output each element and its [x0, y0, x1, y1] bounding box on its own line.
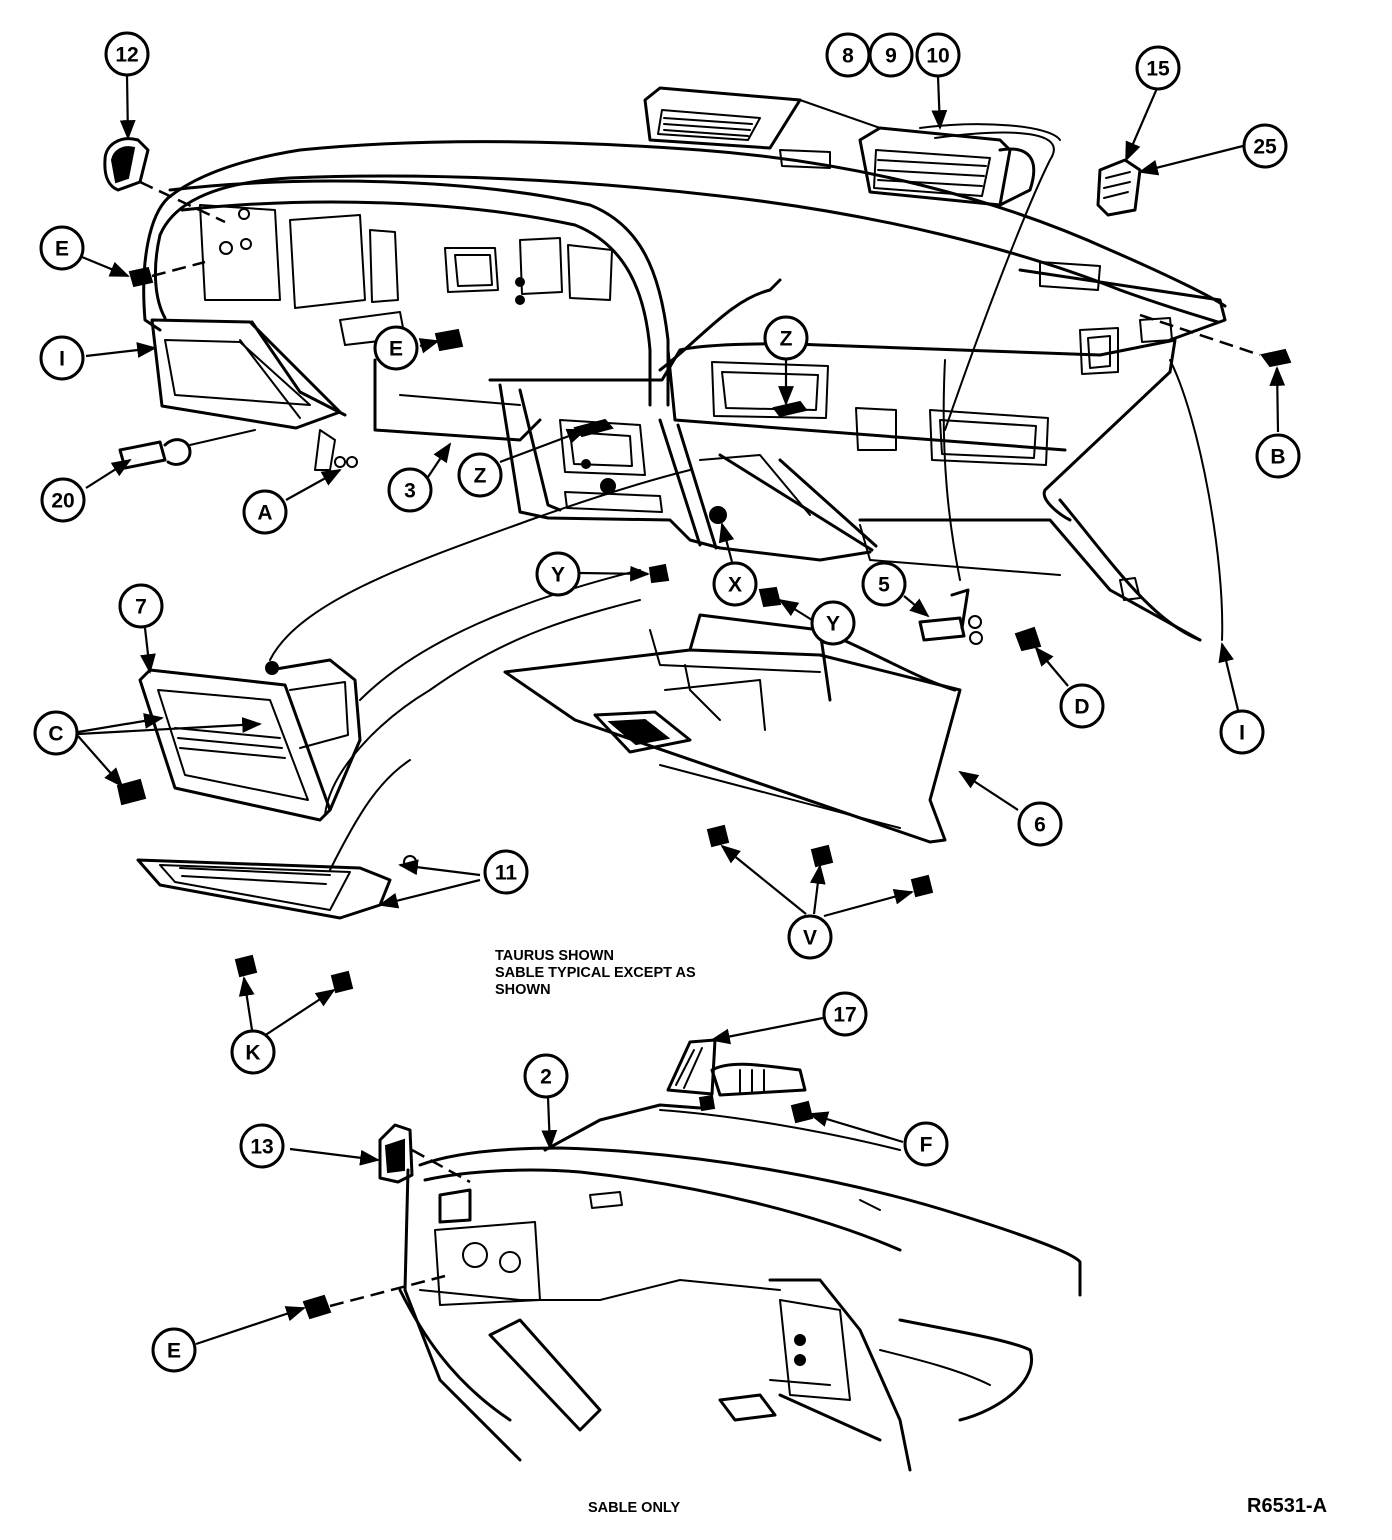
svg-text:E: E [55, 238, 69, 261]
callout-z-center: Z [457, 452, 503, 498]
note-taurus-line3: SHOWN [495, 982, 551, 998]
callout-v: V [787, 914, 833, 960]
callout-2: 2 [523, 1053, 569, 1099]
instrument-panel-sable [302, 1038, 1082, 1472]
callout-20: 20 [40, 477, 86, 523]
callout-9: 9 [868, 32, 914, 78]
svg-text:10: 10 [926, 45, 949, 68]
callout-b: B [1255, 433, 1301, 479]
svg-text:17: 17 [833, 1004, 856, 1027]
svg-text:15: 15 [1146, 58, 1170, 81]
leader-lines [77, 74, 1286, 1346]
callout-f: F [903, 1121, 949, 1167]
callout-z-top: Z [763, 315, 809, 361]
svg-text:I: I [59, 348, 65, 371]
svg-text:I: I [1239, 722, 1245, 745]
callout-13: 13 [239, 1123, 285, 1169]
svg-text:20: 20 [51, 490, 74, 513]
fastener-x [709, 506, 727, 524]
part-6-glove-box [503, 613, 962, 898]
note-sable-only: SABLE ONLY [588, 1500, 680, 1516]
callout-k: K [230, 1029, 276, 1075]
svg-text:6: 6 [1034, 814, 1046, 837]
svg-text:K: K [245, 1042, 260, 1065]
svg-text:B: B [1270, 446, 1285, 469]
svg-text:A: A [257, 502, 272, 525]
svg-text:2: 2 [540, 1066, 552, 1089]
callout-c: C [33, 710, 79, 756]
svg-text:13: 13 [250, 1136, 273, 1159]
svg-text:Y: Y [551, 564, 565, 587]
link-curve-6 [934, 131, 1055, 431]
svg-text:Z: Z [474, 465, 487, 488]
svg-text:25: 25 [1253, 136, 1277, 159]
callout-17: 17 [822, 991, 868, 1037]
part-12-grille [103, 137, 150, 192]
dashed-line-b [1139, 313, 1261, 357]
svg-text:E: E [167, 1340, 181, 1363]
svg-text:D: D [1074, 696, 1089, 719]
svg-text:X: X [728, 574, 742, 597]
fastener-y1 [648, 563, 670, 584]
part-11-lower-panel [136, 855, 417, 994]
svg-text:Z: Z [780, 328, 793, 351]
svg-text:12: 12 [115, 44, 138, 67]
part-15-vent [1096, 158, 1142, 217]
fastener-b [1260, 348, 1292, 368]
svg-text:5: 5 [878, 574, 890, 597]
callout-7: 7 [118, 583, 164, 629]
svg-text:7: 7 [135, 596, 147, 619]
link-curve-4 [329, 759, 411, 871]
callout-5: 5 [861, 561, 907, 607]
callout-11: 11 [483, 849, 529, 895]
cable-i [1169, 359, 1224, 641]
svg-text:V: V [803, 927, 817, 950]
callout-8: 8 [825, 32, 871, 78]
callout-12: 12 [104, 31, 150, 77]
link-curve-2 [359, 569, 641, 701]
callout-e-lower: E [151, 1327, 197, 1373]
callout-i-left: I [39, 335, 85, 381]
svg-text:F: F [920, 1134, 933, 1157]
svg-text:9: 9 [885, 45, 897, 68]
callout-i-right: I [1219, 709, 1265, 755]
callout-25: 25 [1242, 123, 1288, 169]
svg-text:8: 8 [842, 45, 854, 68]
svg-text:Y: Y [826, 613, 840, 636]
part-7-bezel [116, 658, 362, 822]
svg-text:11: 11 [495, 862, 518, 885]
callout-d: D [1059, 683, 1105, 729]
callout-a: A [242, 489, 288, 535]
fastener-d [1014, 626, 1042, 652]
instrument-panel-main [142, 140, 1227, 642]
callout-3: 3 [387, 467, 433, 513]
fastener-y2 [758, 586, 782, 608]
callout-10: 10 [915, 32, 961, 78]
dashed-line-12 [139, 180, 226, 224]
callout-y-left: Y [535, 551, 581, 597]
callout-15: 15 [1135, 45, 1181, 91]
svg-text:3: 3 [404, 480, 416, 503]
link-curve-5 [942, 359, 961, 581]
figure-code: R6531-A [1247, 1495, 1327, 1517]
part-5-latch [918, 588, 983, 645]
link-curve-3 [324, 599, 641, 816]
svg-text:E: E [389, 338, 403, 361]
svg-text:C: C [48, 723, 63, 746]
part-20-switch [118, 429, 256, 470]
note-taurus-line1: TAURUS SHOWN [495, 948, 614, 964]
callout-e-center: E [373, 325, 419, 371]
vent-assembly-top [643, 86, 1061, 207]
callout-x: X [712, 561, 758, 607]
fastener-e-center [434, 328, 464, 352]
callout-y-right: Y [810, 600, 856, 646]
fastener-e-left [128, 266, 154, 288]
note-taurus-line2: SABLE TYPICAL EXCEPT AS [495, 965, 696, 981]
link-curve-1 [269, 469, 691, 661]
dashed-line-e-left [151, 260, 206, 278]
callout-e-left: E [39, 225, 85, 271]
callout-6: 6 [1017, 801, 1063, 847]
dashed-line-13 [411, 1148, 471, 1184]
